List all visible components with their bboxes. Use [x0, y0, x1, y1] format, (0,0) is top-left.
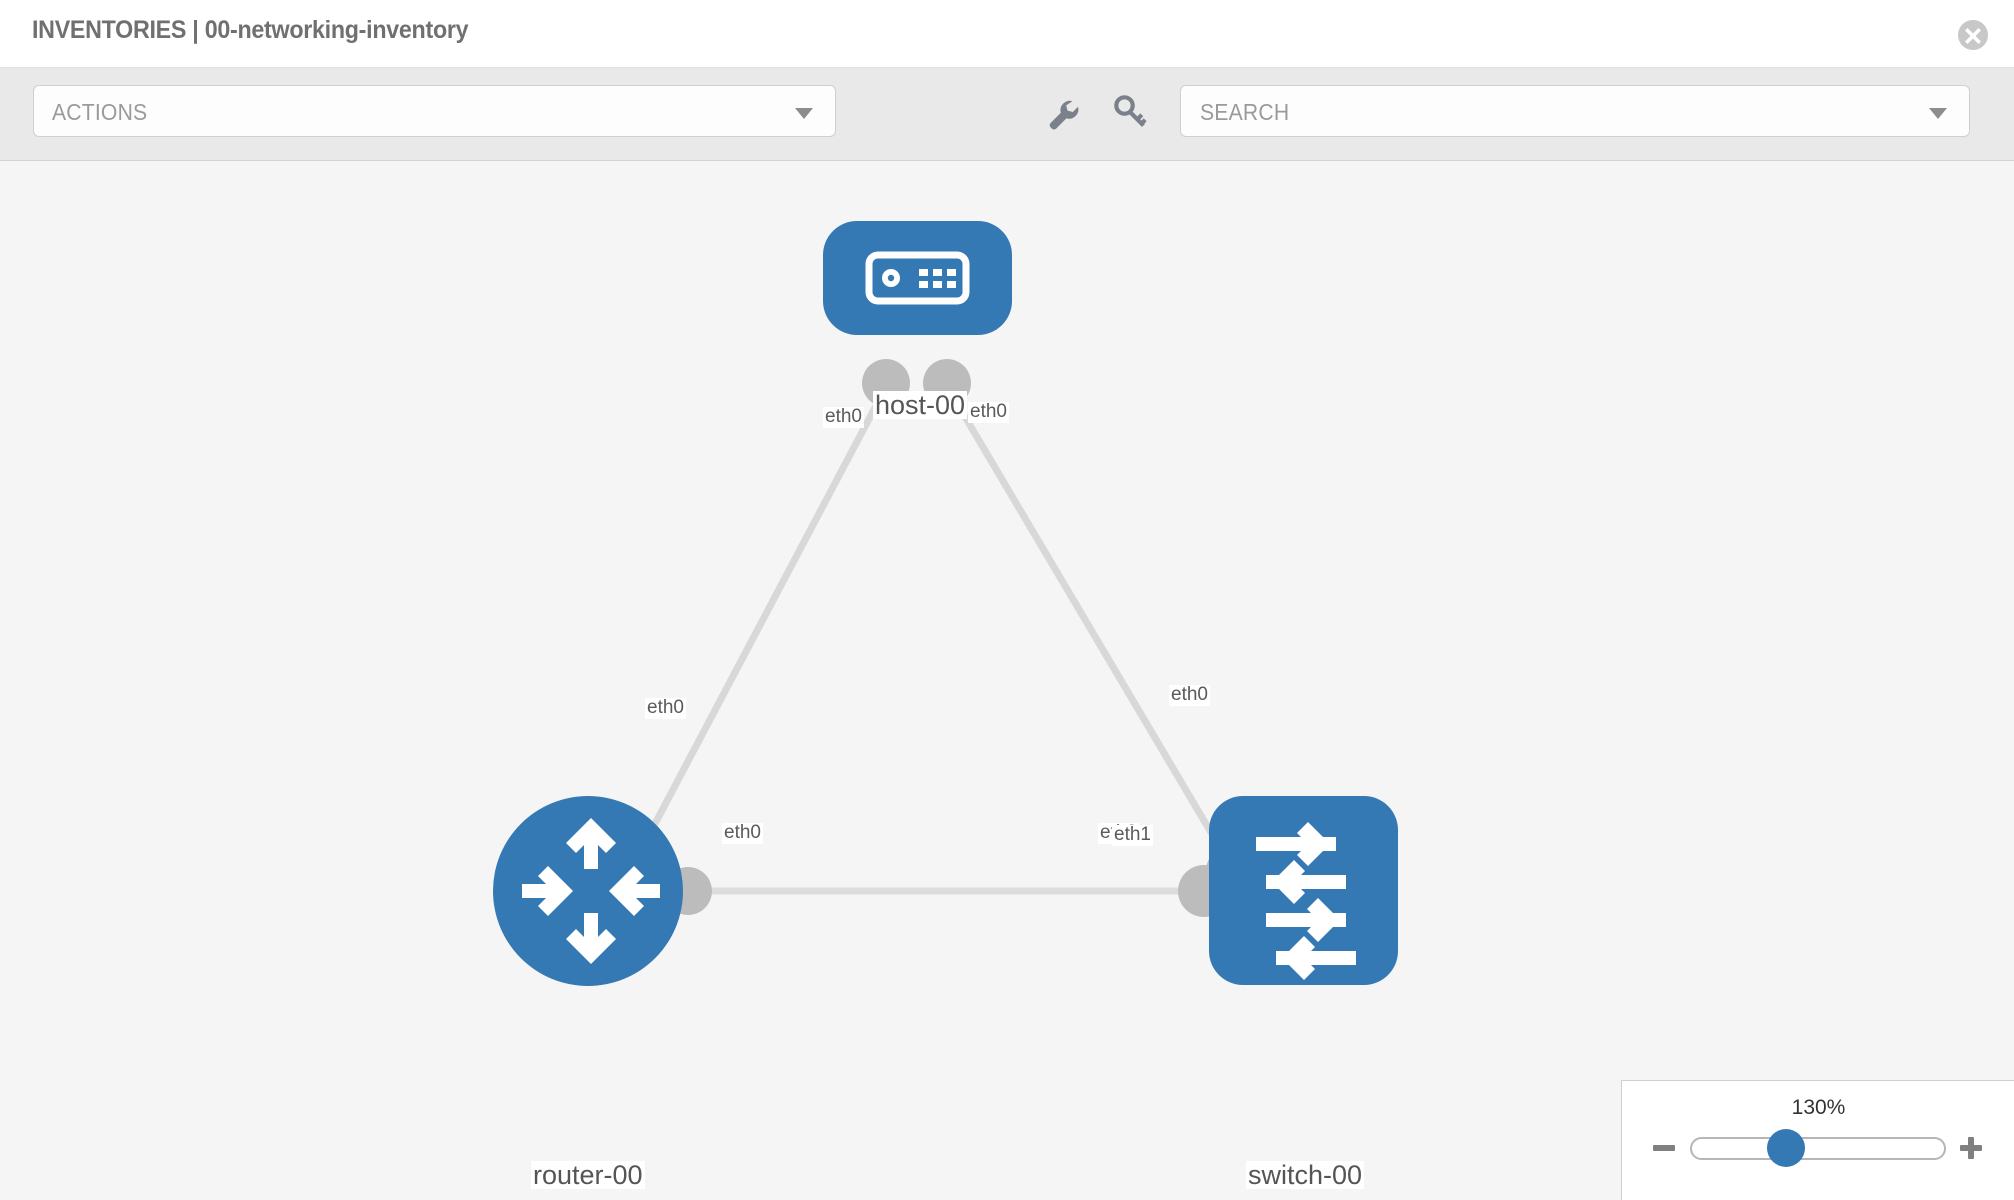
chevron-down-icon: [795, 108, 813, 119]
zoom-control-panel: 130%: [1621, 1080, 2014, 1200]
node-label-switch-00: switch-00: [1246, 1160, 1365, 1190]
iface-label-switch-up: eth0: [1169, 684, 1210, 706]
iface-label-router-right: eth0: [722, 822, 763, 844]
topology-canvas[interactable]: host-00 router-00 switch-00 eth0 eth0 et…: [0, 161, 2014, 1200]
key-icon[interactable]: [1110, 92, 1150, 132]
iface-label-host-right: eth0: [968, 401, 1009, 423]
node-router-00-shape[interactable]: [493, 796, 683, 986]
node-host-00[interactable]: [823, 221, 1012, 335]
page-header: INVENTORIES | 00-networking-inventory: [0, 0, 2014, 68]
actions-dropdown-label: ACTIONS: [52, 99, 148, 125]
zoom-slider-track[interactable]: [1690, 1137, 1946, 1160]
minus-icon[interactable]: [1649, 1133, 1679, 1163]
actions-dropdown[interactable]: ACTIONS: [33, 85, 836, 137]
wrench-icon[interactable]: [1042, 92, 1082, 132]
page-title: INVENTORIES | 00-networking-inventory: [32, 16, 469, 44]
search-input[interactable]: SEARCH: [1180, 85, 1970, 137]
node-switch-00[interactable]: [1209, 796, 1398, 985]
node-router-00[interactable]: [493, 796, 683, 986]
switch-arrows-icon: [1256, 822, 1356, 980]
node-label-host-00: host-00: [873, 390, 968, 420]
node-host-00-shape[interactable]: [823, 221, 1012, 335]
router-arrows-icon: [522, 818, 660, 964]
node-label-router-00: router-00: [531, 1160, 645, 1190]
close-icon[interactable]: [1958, 20, 1988, 50]
edge-host-switch[interactable]: [941, 381, 1239, 875]
edge-host-router[interactable]: [626, 381, 892, 873]
iface-label-switch-left: eth1: [1112, 824, 1153, 846]
zoom-slider-thumb[interactable]: [1767, 1129, 1805, 1167]
iface-label-router-up: eth0: [645, 697, 686, 719]
topology-graph[interactable]: [0, 161, 2014, 1200]
chevron-down-icon[interactable]: [1929, 108, 1947, 119]
search-placeholder: SEARCH: [1200, 99, 1290, 125]
server-icon: [865, 251, 970, 305]
plus-icon[interactable]: [1956, 1133, 1986, 1163]
zoom-level-value: 130%: [1791, 1096, 1846, 1119]
iface-label-host-left: eth0: [823, 406, 864, 428]
